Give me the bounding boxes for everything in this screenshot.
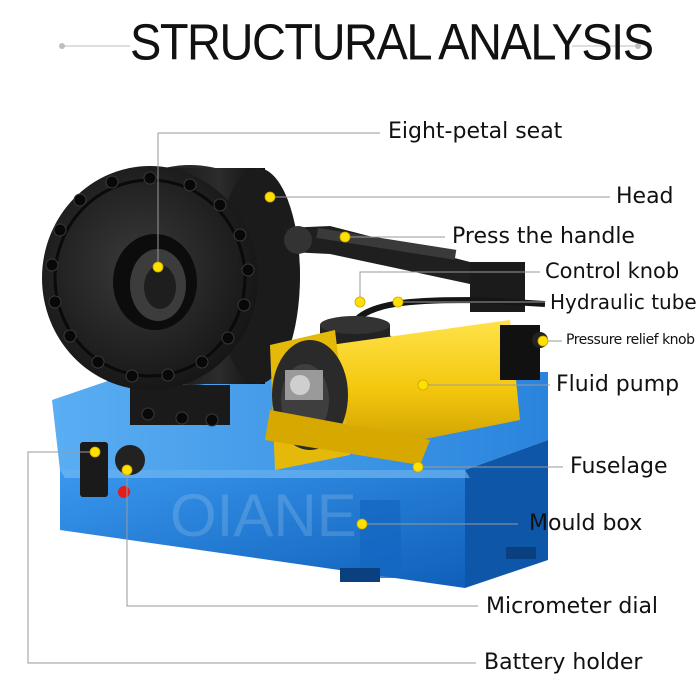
leader-lines [27,132,610,664]
label-hydraulic-tube: Hydraulic tube [550,290,697,314]
machine-head [42,165,300,427]
label-battery-holder: Battery holder [484,650,643,675]
label-eight-petal-seat: Eight-petal seat [388,119,563,144]
label-fuselage: Fuselage [570,454,668,479]
label-fluid-pump: Fluid pump [556,372,680,397]
label-press-handle: Press the handle [452,224,635,249]
label-head: Head [616,184,674,209]
fluid-pump [265,320,548,470]
watermark: OIANE [170,482,357,549]
label-mould-box: Mould box [529,511,643,536]
label-control-knob: Control knob [545,259,680,283]
callout-markers [89,191,549,530]
label-pressure-relief-knob: Pressure relief knob [566,332,695,348]
label-micrometer-dial: Micrometer dial [486,594,659,619]
page-title: STRUCTURAL ANALYSIS [130,12,654,71]
title-rule [59,43,641,49]
